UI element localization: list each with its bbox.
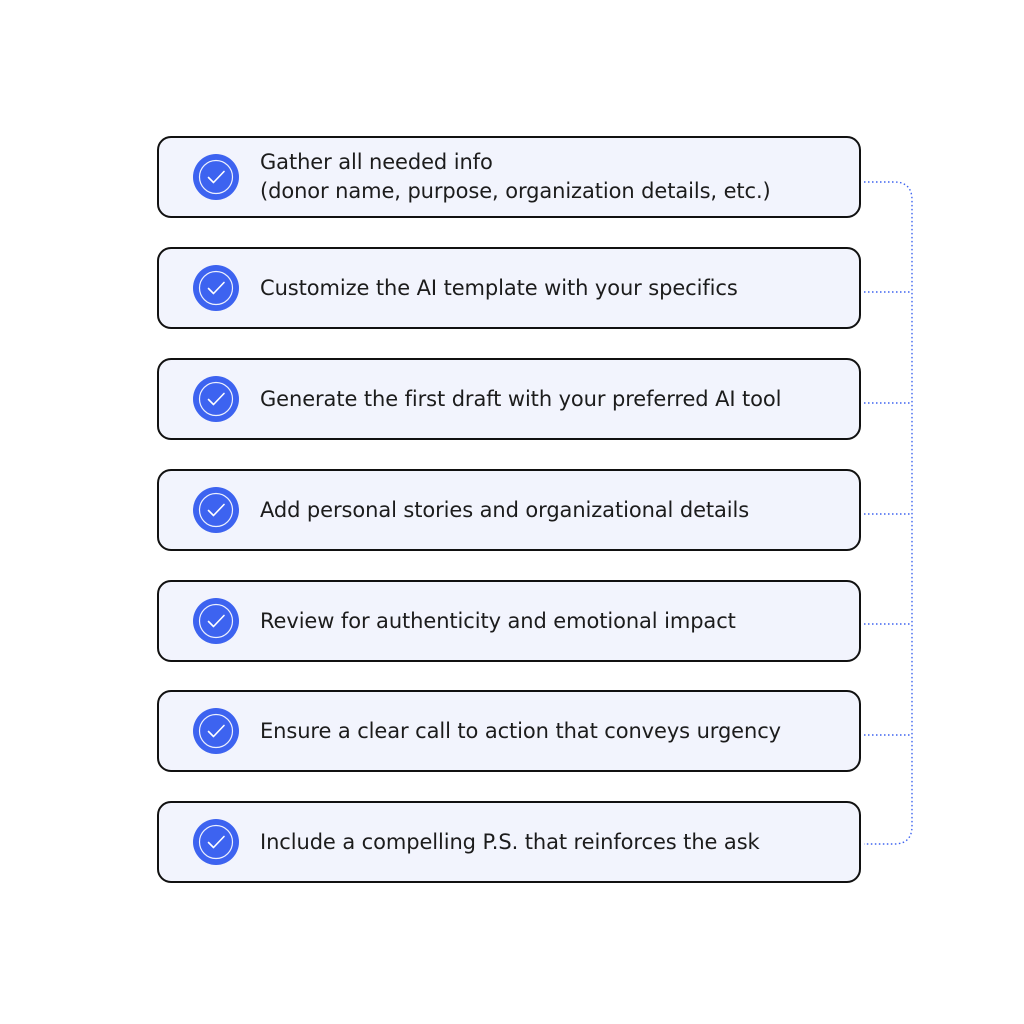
step-label-line: Customize the AI template with your spec… xyxy=(260,275,738,300)
step-label-line: (donor name, purpose, organization detai… xyxy=(260,179,771,203)
step-label-line: Gather all needed info xyxy=(260,150,493,174)
step-label: Include a compelling P.S. that reinforce… xyxy=(260,803,841,881)
check-circle-icon xyxy=(193,819,239,865)
step-label-line: Add personal stories and organizational … xyxy=(260,497,750,522)
step-card-4: Add personal stories and organizational … xyxy=(157,469,861,551)
check-circle-icon xyxy=(193,265,239,311)
check-circle-icon xyxy=(193,708,239,754)
step-label: Customize the AI template with your spec… xyxy=(260,249,841,327)
step-card-3: Generate the first draft with your prefe… xyxy=(157,358,861,440)
check-circle-icon xyxy=(193,376,239,422)
check-circle-icon xyxy=(193,154,239,200)
check-circle-icon xyxy=(193,598,239,644)
step-label: Add personal stories and organizational … xyxy=(260,471,841,549)
step-label-line: Generate the first draft with your prefe… xyxy=(260,386,782,411)
step-card-5: Review for authenticity and emotional im… xyxy=(157,580,861,662)
step-card-6: Ensure a clear call to action that conve… xyxy=(157,690,861,772)
step-label: Gather all needed info (donor name, purp… xyxy=(260,138,841,216)
step-label: Review for authenticity and emotional im… xyxy=(260,582,841,660)
step-label-line: Include a compelling P.S. that reinforce… xyxy=(260,829,760,854)
step-label-line: Ensure a clear call to action that conve… xyxy=(260,718,781,743)
step-card-1: Gather all needed info (donor name, purp… xyxy=(157,136,861,218)
step-card-2: Customize the AI template with your spec… xyxy=(157,247,861,329)
connector-spine xyxy=(864,181,913,845)
step-label-line: Review for authenticity and emotional im… xyxy=(260,608,736,633)
step-card-7: Include a compelling P.S. that reinforce… xyxy=(157,801,861,883)
step-label: Ensure a clear call to action that conve… xyxy=(260,692,841,770)
check-circle-icon xyxy=(193,487,239,533)
step-label: Generate the first draft with your prefe… xyxy=(260,360,841,438)
